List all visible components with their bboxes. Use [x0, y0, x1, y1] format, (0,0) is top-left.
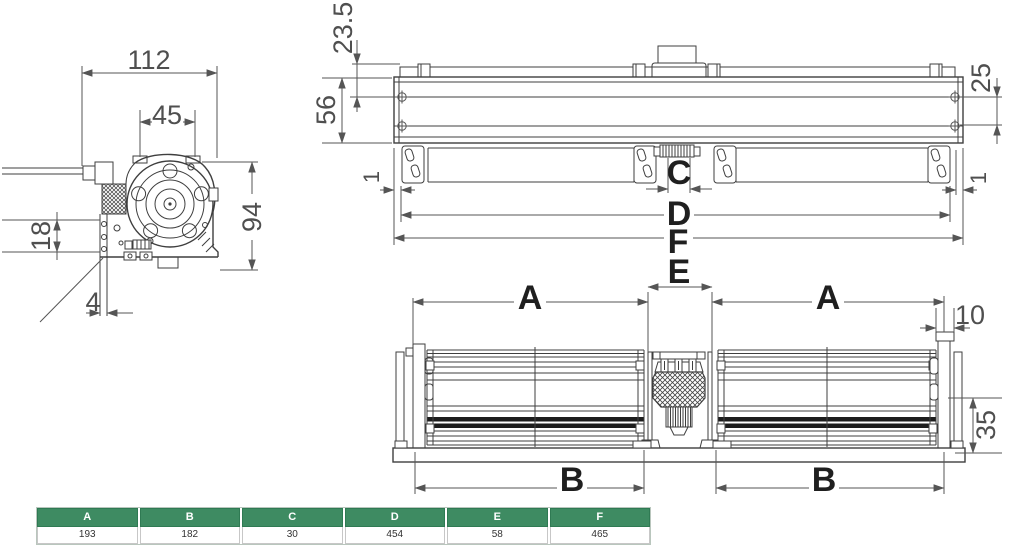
foot-left [123, 251, 137, 261]
dim-label-E: E [668, 253, 691, 291]
table-header-d: D [344, 508, 445, 527]
dim-112: 112 [127, 45, 170, 75]
dim-label-C: C [667, 154, 692, 192]
table-column-b: B 182 [139, 508, 242, 544]
table-column-d: D 454 [344, 508, 447, 544]
motor-face [126, 160, 214, 248]
dim-23_5: 23.5 [328, 2, 358, 55]
table-header-c: C [242, 508, 343, 527]
left-end-plate [395, 351, 405, 449]
base-plate [392, 447, 966, 463]
side-view: 112 45 18 94 4 [2, 45, 267, 323]
right-end-plate [953, 351, 963, 449]
dim-label-F: F [668, 223, 689, 261]
table-value-f: 465 [549, 526, 650, 544]
mount-bracket [713, 145, 737, 184]
lead-wires [2, 167, 84, 175]
table-column-a: A 193 [37, 508, 140, 544]
dim-56: 56 [311, 95, 341, 125]
dim-label-A-left: A [518, 279, 543, 317]
left-fan-cylinder [425, 347, 645, 447]
right-flange-tab [935, 331, 955, 342]
motor-plate-left [647, 351, 653, 449]
table-value-a: 193 [37, 526, 138, 544]
table-header-b: B [139, 508, 240, 527]
table-value-b: 182 [139, 526, 240, 544]
table-column-f: F 465 [549, 508, 650, 544]
table-header-f: F [549, 508, 650, 527]
motor-mesh-body [652, 371, 706, 408]
component-strip [132, 239, 152, 250]
side-wall [99, 214, 108, 316]
dim-45: 45 [152, 100, 182, 130]
table-header-a: A [37, 508, 138, 527]
mount-bracket [927, 145, 951, 184]
capacitor-base [651, 62, 707, 77]
leader-line [39, 257, 104, 323]
dim-label-B-left: B [560, 461, 585, 499]
center-motor [639, 351, 721, 449]
motor-plate-right [707, 351, 713, 449]
wire-block [82, 165, 96, 181]
dim-gap-left: 1 [359, 171, 384, 183]
top-view: 23.5 56 25 C D F 1 1 E [311, 2, 1002, 350]
scroll-tab-right [185, 155, 201, 164]
connector-box [94, 161, 114, 185]
table-header-e: E [447, 508, 548, 527]
right-flange [937, 340, 951, 449]
table-column-c: C 30 [242, 508, 345, 544]
dim-gap-right: 1 [966, 172, 991, 184]
terminal-block [208, 187, 219, 202]
inlet-mesh [101, 183, 127, 215]
left-bracket [412, 343, 426, 449]
right-fan-cylinder [716, 347, 938, 447]
dim-4: 4 [85, 287, 100, 317]
dim-18: 18 [26, 221, 56, 251]
dim-label-A-right: A [816, 279, 841, 317]
dimension-table: A 193 B 182 C 30 D 454 E 58 F 465 [36, 507, 651, 545]
dim-label-B-right: B [812, 461, 837, 499]
housing-body [393, 76, 964, 144]
dim-35: 35 [971, 410, 1001, 440]
table-value-e: 58 [447, 526, 548, 544]
dim-94: 94 [237, 202, 267, 232]
foot-right [139, 251, 153, 261]
table-value-d: 454 [344, 526, 445, 544]
table-value-c: 30 [242, 526, 343, 544]
front-view: A A 10 35 B B [392, 279, 1002, 499]
dim-label-D: D [667, 195, 692, 233]
mount-bracket [401, 145, 425, 184]
mount-bracket [633, 145, 657, 184]
table-column-e: E 58 [447, 508, 550, 544]
capacitor [657, 45, 697, 64]
dim-10: 10 [955, 300, 985, 330]
scroll-housing [134, 153, 219, 257]
dim-25: 25 [966, 63, 996, 93]
top-strip [399, 66, 956, 78]
